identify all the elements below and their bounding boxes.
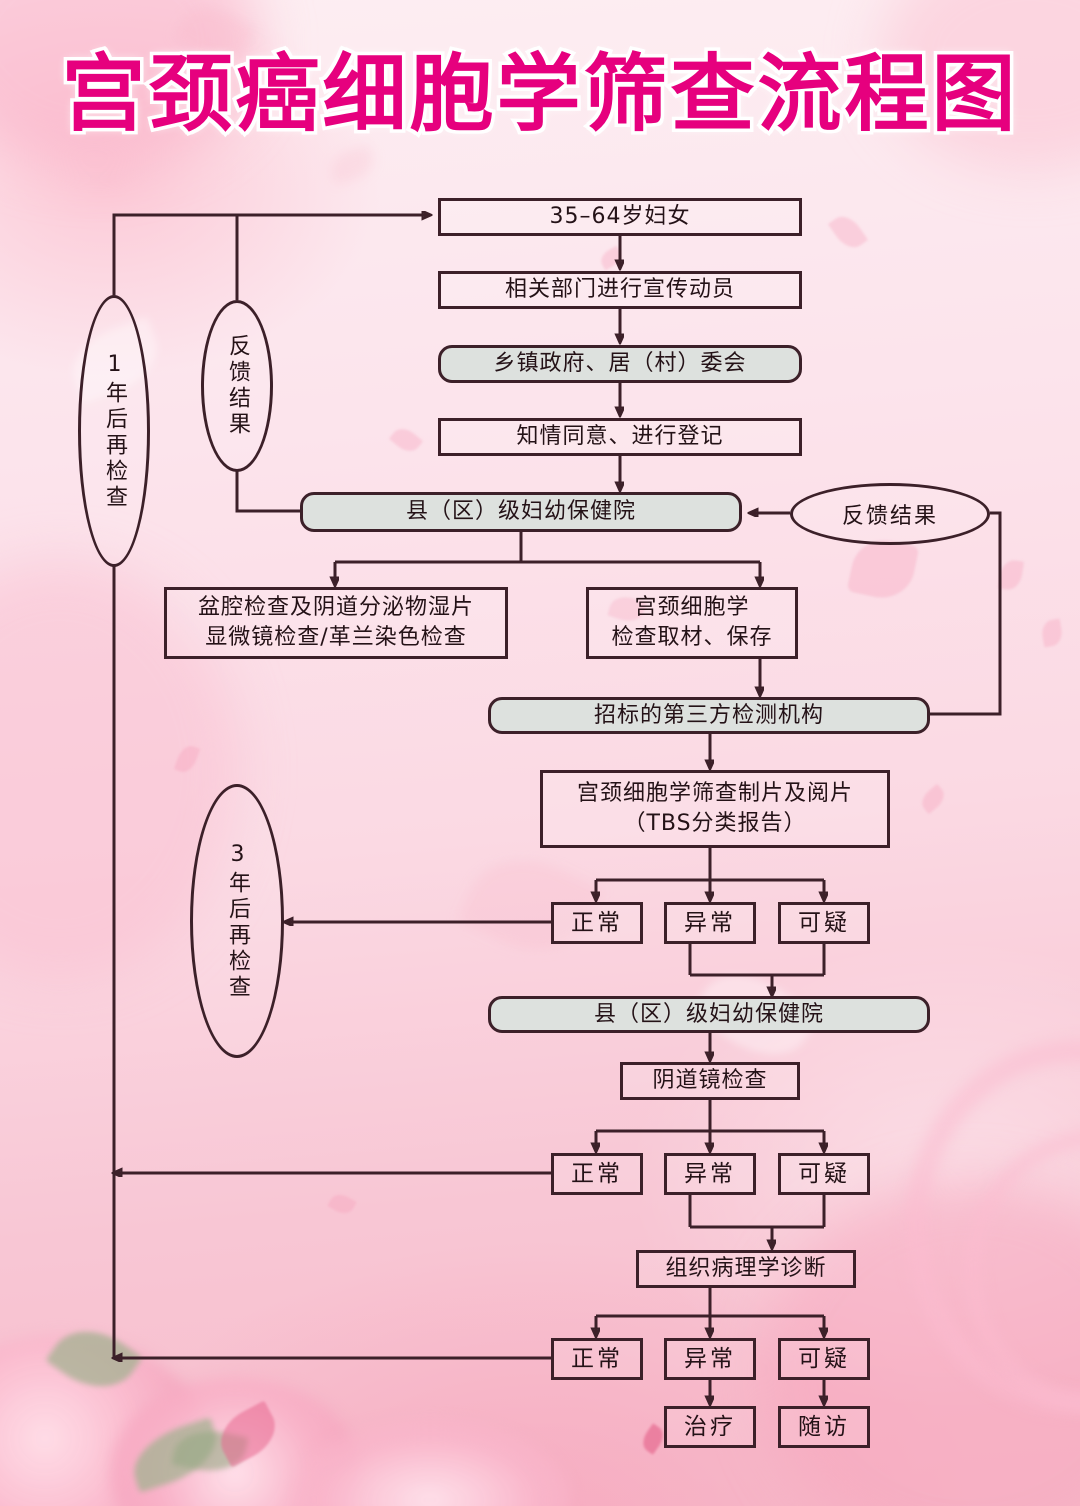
node-feedback-result-right[interactable]: 反馈结果: [790, 483, 990, 545]
node-histopathology[interactable]: 组织病理学诊断: [636, 1250, 856, 1288]
node-recheck-3-years[interactable]: 3年后再检查: [190, 784, 284, 1058]
node-label-line1: 宫颈细胞学筛查制片及阅片: [576, 781, 853, 806]
node-county-mch-hospital-1[interactable]: 县（区）级妇幼保健院: [300, 492, 742, 532]
node-label-line2: （TBS分类报告）: [623, 811, 807, 836]
node-label: 异常: [684, 1346, 736, 1372]
node-label: 招标的第三方检测机构: [593, 702, 824, 728]
node-county-mch-hospital-2[interactable]: 县（区）级妇幼保健院: [488, 996, 930, 1033]
node-cytology-normal[interactable]: 正常: [551, 902, 643, 944]
node-label-line2: 检查取材、保存: [611, 625, 773, 650]
node-colposcopy[interactable]: 阴道镜检查: [620, 1062, 800, 1100]
node-cytology-suspicious[interactable]: 可疑: [778, 902, 870, 944]
node-label: 组织病理学诊断: [665, 1256, 827, 1281]
page-title: 宫颈癌细胞学筛查流程图: [58, 43, 1019, 146]
node-label: 相关部门进行宣传动员: [504, 277, 735, 302]
node-township-government[interactable]: 乡镇政府、居（村）委会: [438, 345, 802, 383]
node-label: 乡镇政府、居（村）委会: [493, 351, 747, 376]
node-treatment[interactable]: 治疗: [664, 1406, 756, 1448]
node-label: 县（区）级妇幼保健院: [593, 1001, 824, 1027]
node-label-line1: 盆腔检查及阴道分泌物湿片: [197, 595, 474, 620]
node-pathology-normal[interactable]: 正常: [551, 1338, 643, 1380]
node-cytology-abnormal[interactable]: 异常: [664, 902, 756, 944]
edge-n5-e2: [235, 470, 300, 513]
edge-n5-n6: [335, 532, 760, 585]
edge-n8-e4: [930, 511, 1002, 716]
node-department-mobilization[interactable]: 相关部门进行宣传动员: [438, 271, 802, 309]
node-cytology-sampling[interactable]: 宫颈细胞学 检查取材、保存: [586, 587, 798, 659]
edge-merge-1: [688, 944, 826, 977]
node-pelvic-exam[interactable]: 盆腔检查及阴道分泌物湿片 显微镜检查/革兰染色检查: [164, 587, 508, 659]
node-label: 正常: [571, 1346, 623, 1372]
node-feedback-result-left[interactable]: 反馈结果: [201, 300, 273, 472]
node-label: 3年后再检查: [225, 841, 250, 1001]
node-colposcopy-suspicious[interactable]: 可疑: [778, 1153, 870, 1195]
node-label: 可疑: [798, 1346, 850, 1372]
node-label: 35–64岁妇女: [549, 204, 691, 229]
node-followup[interactable]: 随访: [778, 1406, 870, 1448]
node-label: 反馈结果: [225, 334, 250, 438]
node-pathology-abnormal[interactable]: 异常: [664, 1338, 756, 1380]
node-target-population[interactable]: 35–64岁妇女: [438, 198, 802, 236]
edge-e1-n1: [112, 215, 430, 295]
node-label: 正常: [571, 1161, 623, 1187]
node-label: 随访: [798, 1414, 850, 1440]
node-label: 异常: [684, 1161, 736, 1187]
node-pathology-suspicious[interactable]: 可疑: [778, 1338, 870, 1380]
node-informed-consent[interactable]: 知情同意、进行登记: [438, 418, 802, 456]
node-label: 治疗: [684, 1414, 736, 1440]
node-recheck-1-year[interactable]: 1年后再检查: [78, 295, 150, 567]
node-label: 可疑: [798, 910, 850, 936]
node-label: 可疑: [798, 1161, 850, 1187]
node-label: 反馈结果: [841, 504, 938, 529]
node-colposcopy-abnormal[interactable]: 异常: [664, 1153, 756, 1195]
node-label-line2: 显微镜检查/革兰染色检查: [205, 625, 467, 650]
edge-merge-2: [688, 1195, 826, 1229]
node-third-party-lab[interactable]: 招标的第三方检测机构: [488, 697, 930, 734]
node-label: 阴道镜检查: [652, 1068, 768, 1093]
node-label: 1年后再检查: [102, 351, 127, 511]
node-label: 异常: [684, 910, 736, 936]
node-tbs-report[interactable]: 宫颈细胞学筛查制片及阅片 （TBS分类报告）: [540, 770, 890, 848]
node-label-line1: 宫颈细胞学: [634, 595, 750, 620]
node-label: 县（区）级妇幼保健院: [405, 499, 636, 524]
node-label: 知情同意、进行登记: [516, 424, 724, 449]
node-colposcopy-normal[interactable]: 正常: [551, 1153, 643, 1195]
node-label: 正常: [571, 910, 623, 936]
